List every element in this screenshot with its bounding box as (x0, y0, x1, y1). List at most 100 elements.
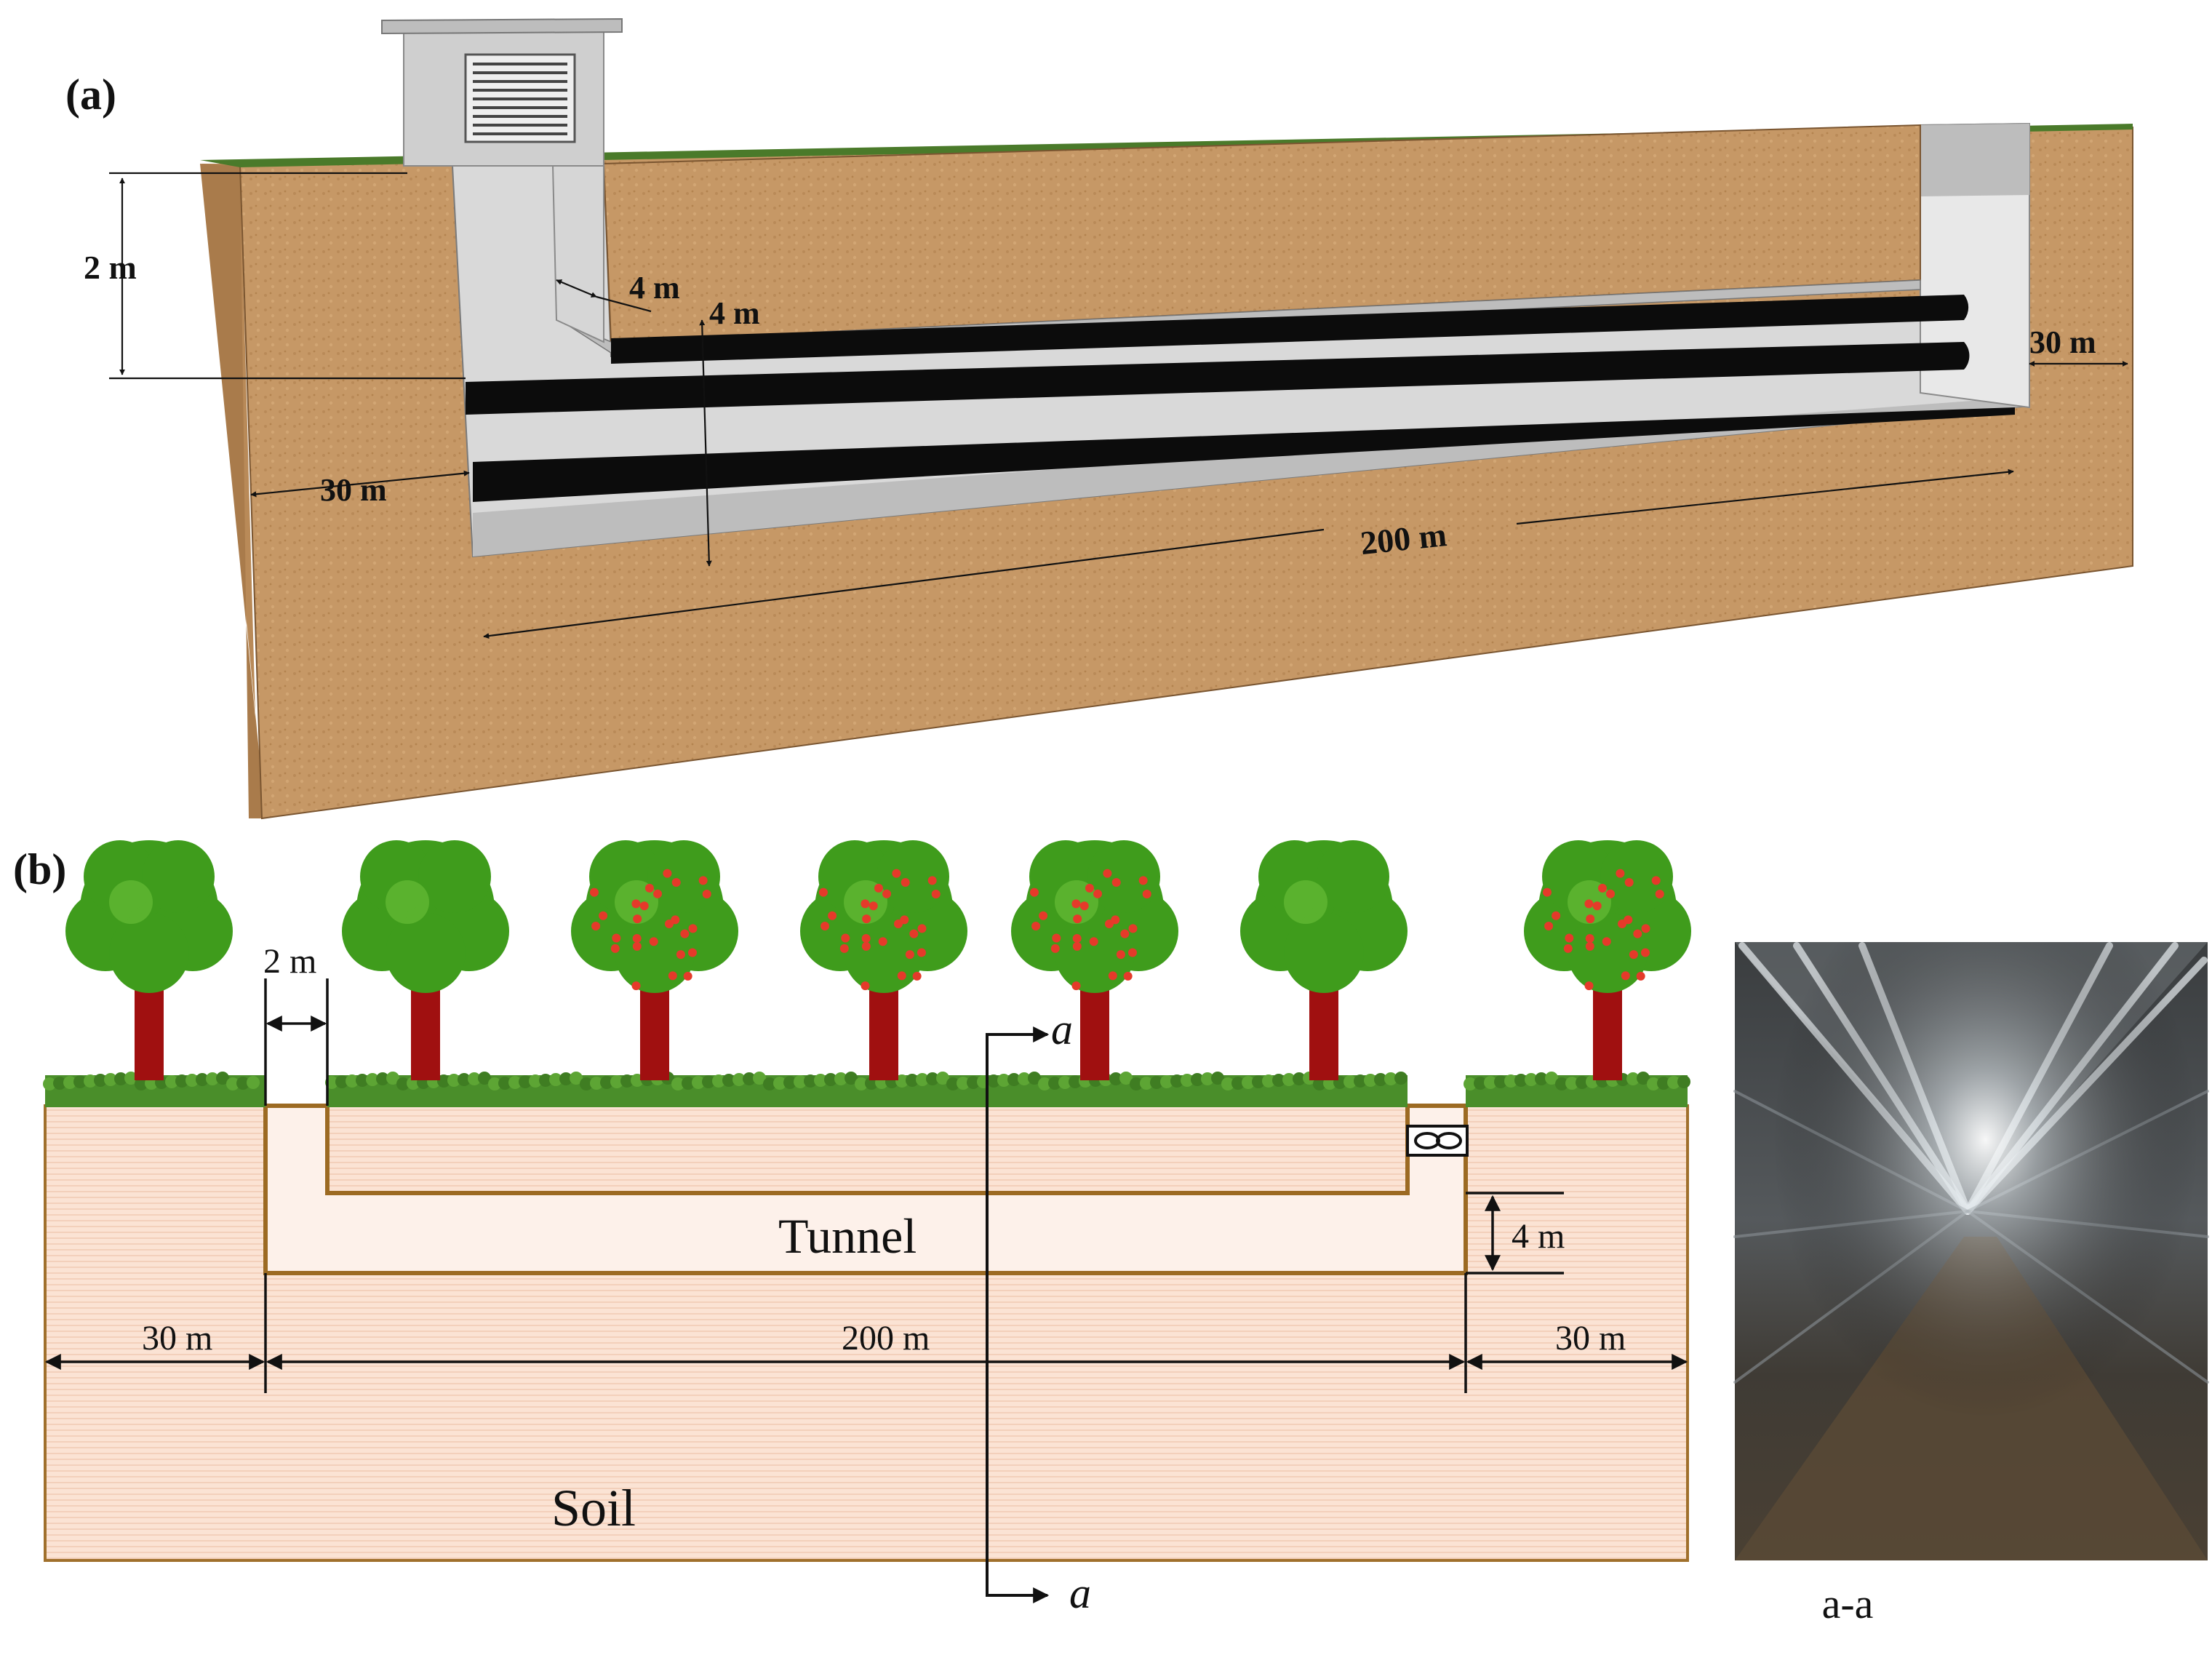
pipe-lower-front (473, 407, 2015, 502)
grass-tuft (346, 1074, 359, 1088)
panel-b-label: (b) (13, 845, 66, 893)
grass-tuft (610, 1075, 623, 1088)
grass-tuft (1667, 1076, 1680, 1089)
grass-tuft (1069, 1075, 1082, 1088)
fruit-dot (633, 914, 642, 924)
grass-tuft (763, 1077, 776, 1090)
grass-tuft (1535, 1072, 1548, 1085)
grass-tuft (447, 1074, 460, 1087)
grass-tuft (1191, 1073, 1204, 1086)
fruit-dot (698, 876, 708, 885)
tree-foliage (1317, 840, 1389, 913)
fruit-dot (1624, 877, 1634, 887)
dim-30m-left (250, 470, 470, 498)
fruit-dot (861, 941, 871, 951)
grass-tuft (1028, 1072, 1041, 1085)
dim-a-tunnel-length: 200 m (1359, 516, 1449, 562)
fruit-dot (1050, 944, 1060, 953)
fruit-dot (612, 933, 621, 943)
dim-200m-line-right (1516, 468, 2014, 525)
fruit-dot (1592, 901, 1602, 911)
fruit-dot (1624, 915, 1633, 925)
grass-tuft (1565, 1077, 1578, 1090)
fruit-dot (1138, 876, 1148, 885)
grass-tuft (43, 1077, 56, 1090)
fruit-dot (861, 981, 870, 991)
fruit-dot (1585, 941, 1594, 951)
grass-tuft (1525, 1073, 1538, 1086)
fruit-dot (1542, 888, 1552, 897)
pipe-upper-back (611, 295, 1969, 364)
grass-tuft (620, 1074, 634, 1088)
grass-tuft (1038, 1077, 1051, 1090)
fruit-dot (1052, 933, 1061, 943)
tree-foliage (647, 840, 720, 913)
fruit-dot (892, 869, 901, 878)
fruit-dot (1621, 971, 1630, 981)
fruit-dot (1072, 934, 1082, 944)
dim-4m-shaft (556, 279, 597, 298)
fruit-dot (917, 924, 927, 933)
fruit-dot (671, 915, 680, 925)
fan-icon (1406, 1125, 1469, 1157)
fruit-dot (639, 901, 649, 911)
dim-b-tunnel-height: 4 m (1512, 1217, 1565, 1256)
dim-4m-tunnel (699, 319, 712, 567)
grass-tuft (529, 1074, 542, 1088)
fruit-dot (869, 901, 878, 911)
tree-foliage (1087, 840, 1160, 913)
grass-tuft (804, 1074, 817, 1088)
grass-tuft (53, 1077, 66, 1090)
fruit-dot (917, 948, 926, 957)
fruit-dot (663, 869, 672, 878)
grass-tuft (63, 1076, 76, 1089)
tree-foliage (877, 840, 949, 913)
fruit-dot (1633, 929, 1642, 938)
tunnel-photo (1733, 942, 2209, 1560)
grass-tuft (1119, 1072, 1133, 1085)
fruit-dot (1641, 924, 1650, 933)
fruit-dot (862, 914, 871, 924)
grass-tuft (824, 1073, 837, 1086)
grass-tuft (1384, 1072, 1397, 1085)
grass-tuft (722, 1074, 735, 1087)
dim-4m-leader (596, 295, 652, 313)
fruit-dot (632, 941, 642, 951)
fruit-dot (1651, 876, 1661, 885)
tree-foliage (142, 840, 215, 913)
grass-tuft (335, 1075, 348, 1088)
dim-a-tunnel-height: 4 m (709, 295, 760, 331)
fruit-dot (1029, 888, 1039, 897)
grass-tuft (206, 1072, 219, 1085)
fruit-dot (599, 911, 608, 920)
tunnel-floor (473, 396, 2029, 557)
grass-tuft (1374, 1073, 1387, 1086)
grass-tuft (1048, 1077, 1061, 1090)
grass-tuft (1637, 1072, 1650, 1085)
fruit-dot (1079, 901, 1089, 911)
fruit-dot (680, 929, 690, 938)
grass-tuft (175, 1074, 188, 1088)
grass-tuft (570, 1072, 583, 1085)
grass-tuft (743, 1072, 756, 1085)
fruit-dot (818, 888, 828, 897)
fruit-dot (688, 924, 698, 933)
grass-tuft (783, 1076, 796, 1089)
grass-tuft (366, 1073, 379, 1086)
dim-a-soil-left: 30 m (320, 472, 387, 508)
fruit-dot (1128, 924, 1138, 933)
grass-tuft (216, 1072, 229, 1085)
grass-tuft (794, 1075, 807, 1088)
fruit-dot (1585, 934, 1594, 944)
grass-tuft (236, 1077, 249, 1090)
grass-tuft (671, 1077, 684, 1090)
fruit-dot (1103, 869, 1112, 878)
trees (65, 840, 1691, 1080)
grass-tuft (1170, 1074, 1183, 1088)
grass-tuft (682, 1077, 695, 1090)
grass-tuft (1272, 1074, 1285, 1087)
fruit-dot (1544, 921, 1554, 930)
tree-icon (65, 840, 233, 1080)
grass-tuft (1160, 1075, 1173, 1088)
